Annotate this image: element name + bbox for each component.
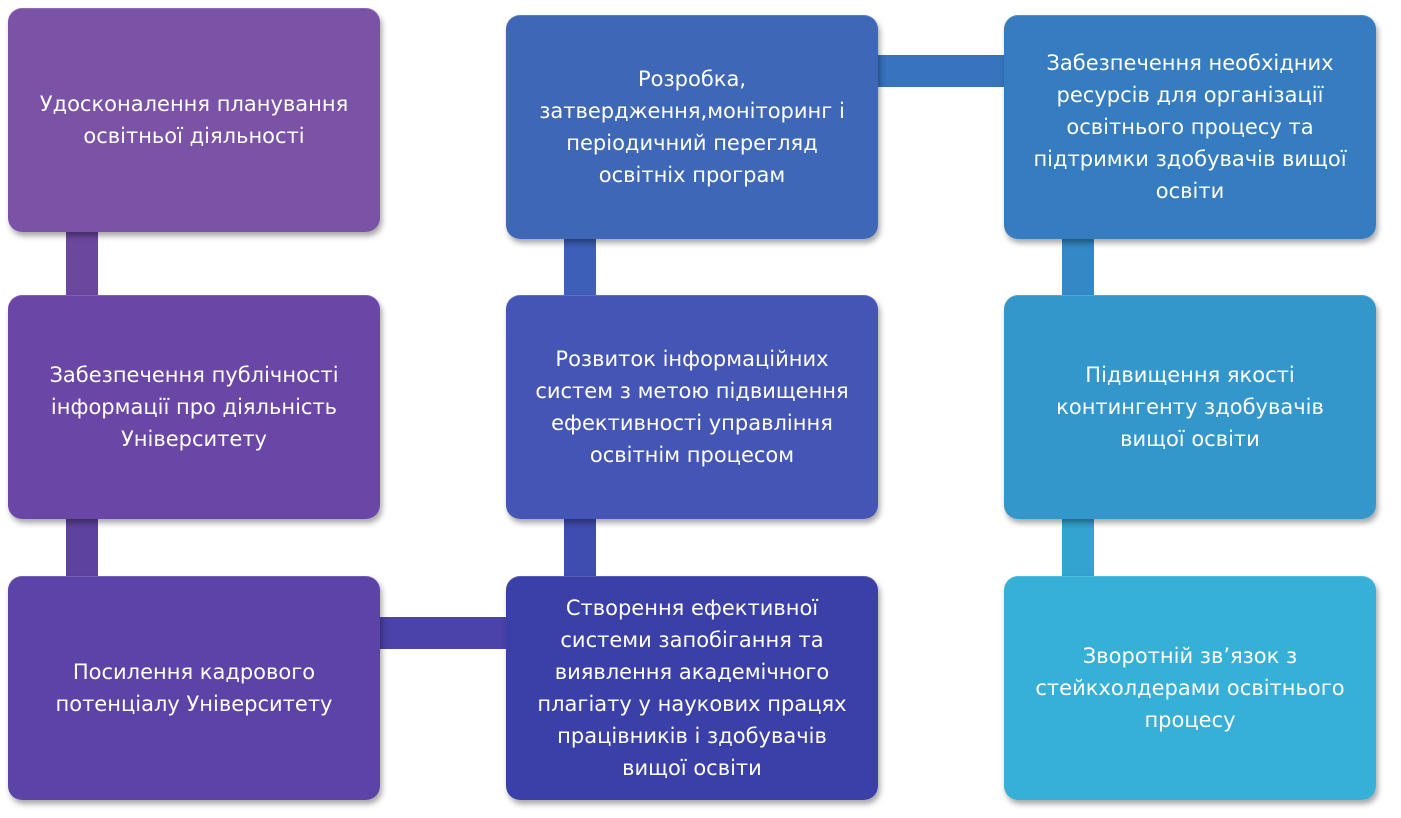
node-label: Розвиток інформаційних систем з метою пі… <box>535 347 849 467</box>
node-publicity-of-information: Забезпечення публічності інформації про … <box>8 295 380 519</box>
node-information-systems: Розвиток інформаційних систем з метою пі… <box>506 295 878 519</box>
connector-n6-n5 <box>564 515 596 581</box>
connector-n3-n6 <box>376 617 510 649</box>
node-label: Підвищення якості контингенту здобувачів… <box>1056 363 1324 451</box>
connector-n5-n4 <box>564 235 596 300</box>
node-stakeholder-feedback: Зворотній зв’язок з стейкхолдерами освіт… <box>1004 576 1376 800</box>
connector-n2-n3 <box>66 515 98 581</box>
node-plagiarism-prevention: Створення ефективної системи запобігання… <box>506 576 878 800</box>
node-student-quality: Підвищення якості контингенту здобувачів… <box>1004 295 1376 519</box>
node-label: Розробка, затвердження,моніторинг і пері… <box>539 67 845 187</box>
node-label: Посилення кадрового потенціалу Університ… <box>55 660 333 716</box>
node-educational-programs: Розробка, затвердження,моніторинг і пері… <box>506 15 878 239</box>
node-label: Створення ефективної системи запобігання… <box>537 596 847 780</box>
node-label: Забезпечення необхідних ресурсів для орг… <box>1033 51 1347 203</box>
connector-n1-n2 <box>66 230 98 300</box>
node-label: Забезпечення публічності інформації про … <box>49 363 339 451</box>
node-planning-improvement: Удосконалення планування освітньої діяль… <box>8 8 380 232</box>
connector-n4-n7 <box>876 55 1008 87</box>
node-resources-provision: Забезпечення необхідних ресурсів для орг… <box>1004 15 1376 239</box>
connector-n7-n8 <box>1062 235 1094 300</box>
connector-n8-n9 <box>1062 515 1094 581</box>
node-label: Зворотній зв’язок з стейкхолдерами освіт… <box>1035 644 1345 732</box>
node-label: Удосконалення планування освітньої діяль… <box>39 92 349 148</box>
node-staff-potential: Посилення кадрового потенціалу Університ… <box>8 576 380 800</box>
